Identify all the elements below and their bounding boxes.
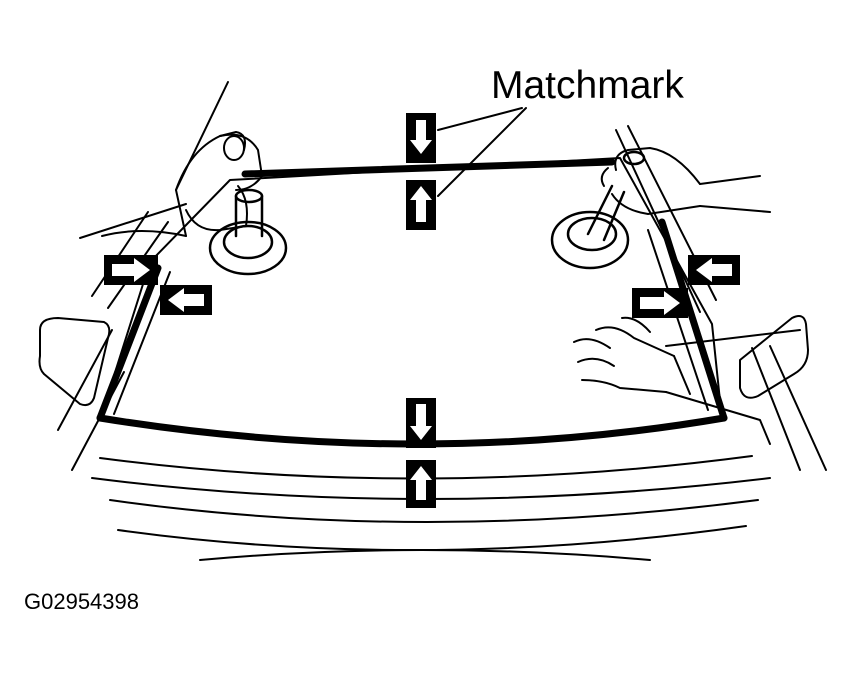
matchmark-right-inner <box>632 288 688 318</box>
right-side-mirror <box>739 315 809 399</box>
left-side-mirror <box>38 317 111 407</box>
matchmark-left-inner <box>160 285 212 315</box>
matchmark-lower-center-inner <box>406 398 436 448</box>
windshield-molding <box>241 158 616 178</box>
matchmark-callout-label: Matchmark <box>491 64 684 107</box>
right-suction-cup <box>550 150 646 270</box>
matchmark-upper-center-inner <box>406 180 436 230</box>
matchmark-left-outer <box>104 255 158 285</box>
left-suction-cup <box>208 188 288 276</box>
figure-id: G02954398 <box>24 589 139 614</box>
left-worker-hands <box>79 81 263 239</box>
matchmark-upper-center-outer <box>406 113 436 163</box>
right-worker-hand-grip <box>600 147 771 215</box>
matchmark-right-outer <box>688 255 740 285</box>
right-worker-hand-press <box>573 316 801 445</box>
left-a-pillar <box>57 211 169 471</box>
matchmark-leader-lines <box>437 107 527 197</box>
matchmark-lower-center-outer <box>406 460 436 508</box>
